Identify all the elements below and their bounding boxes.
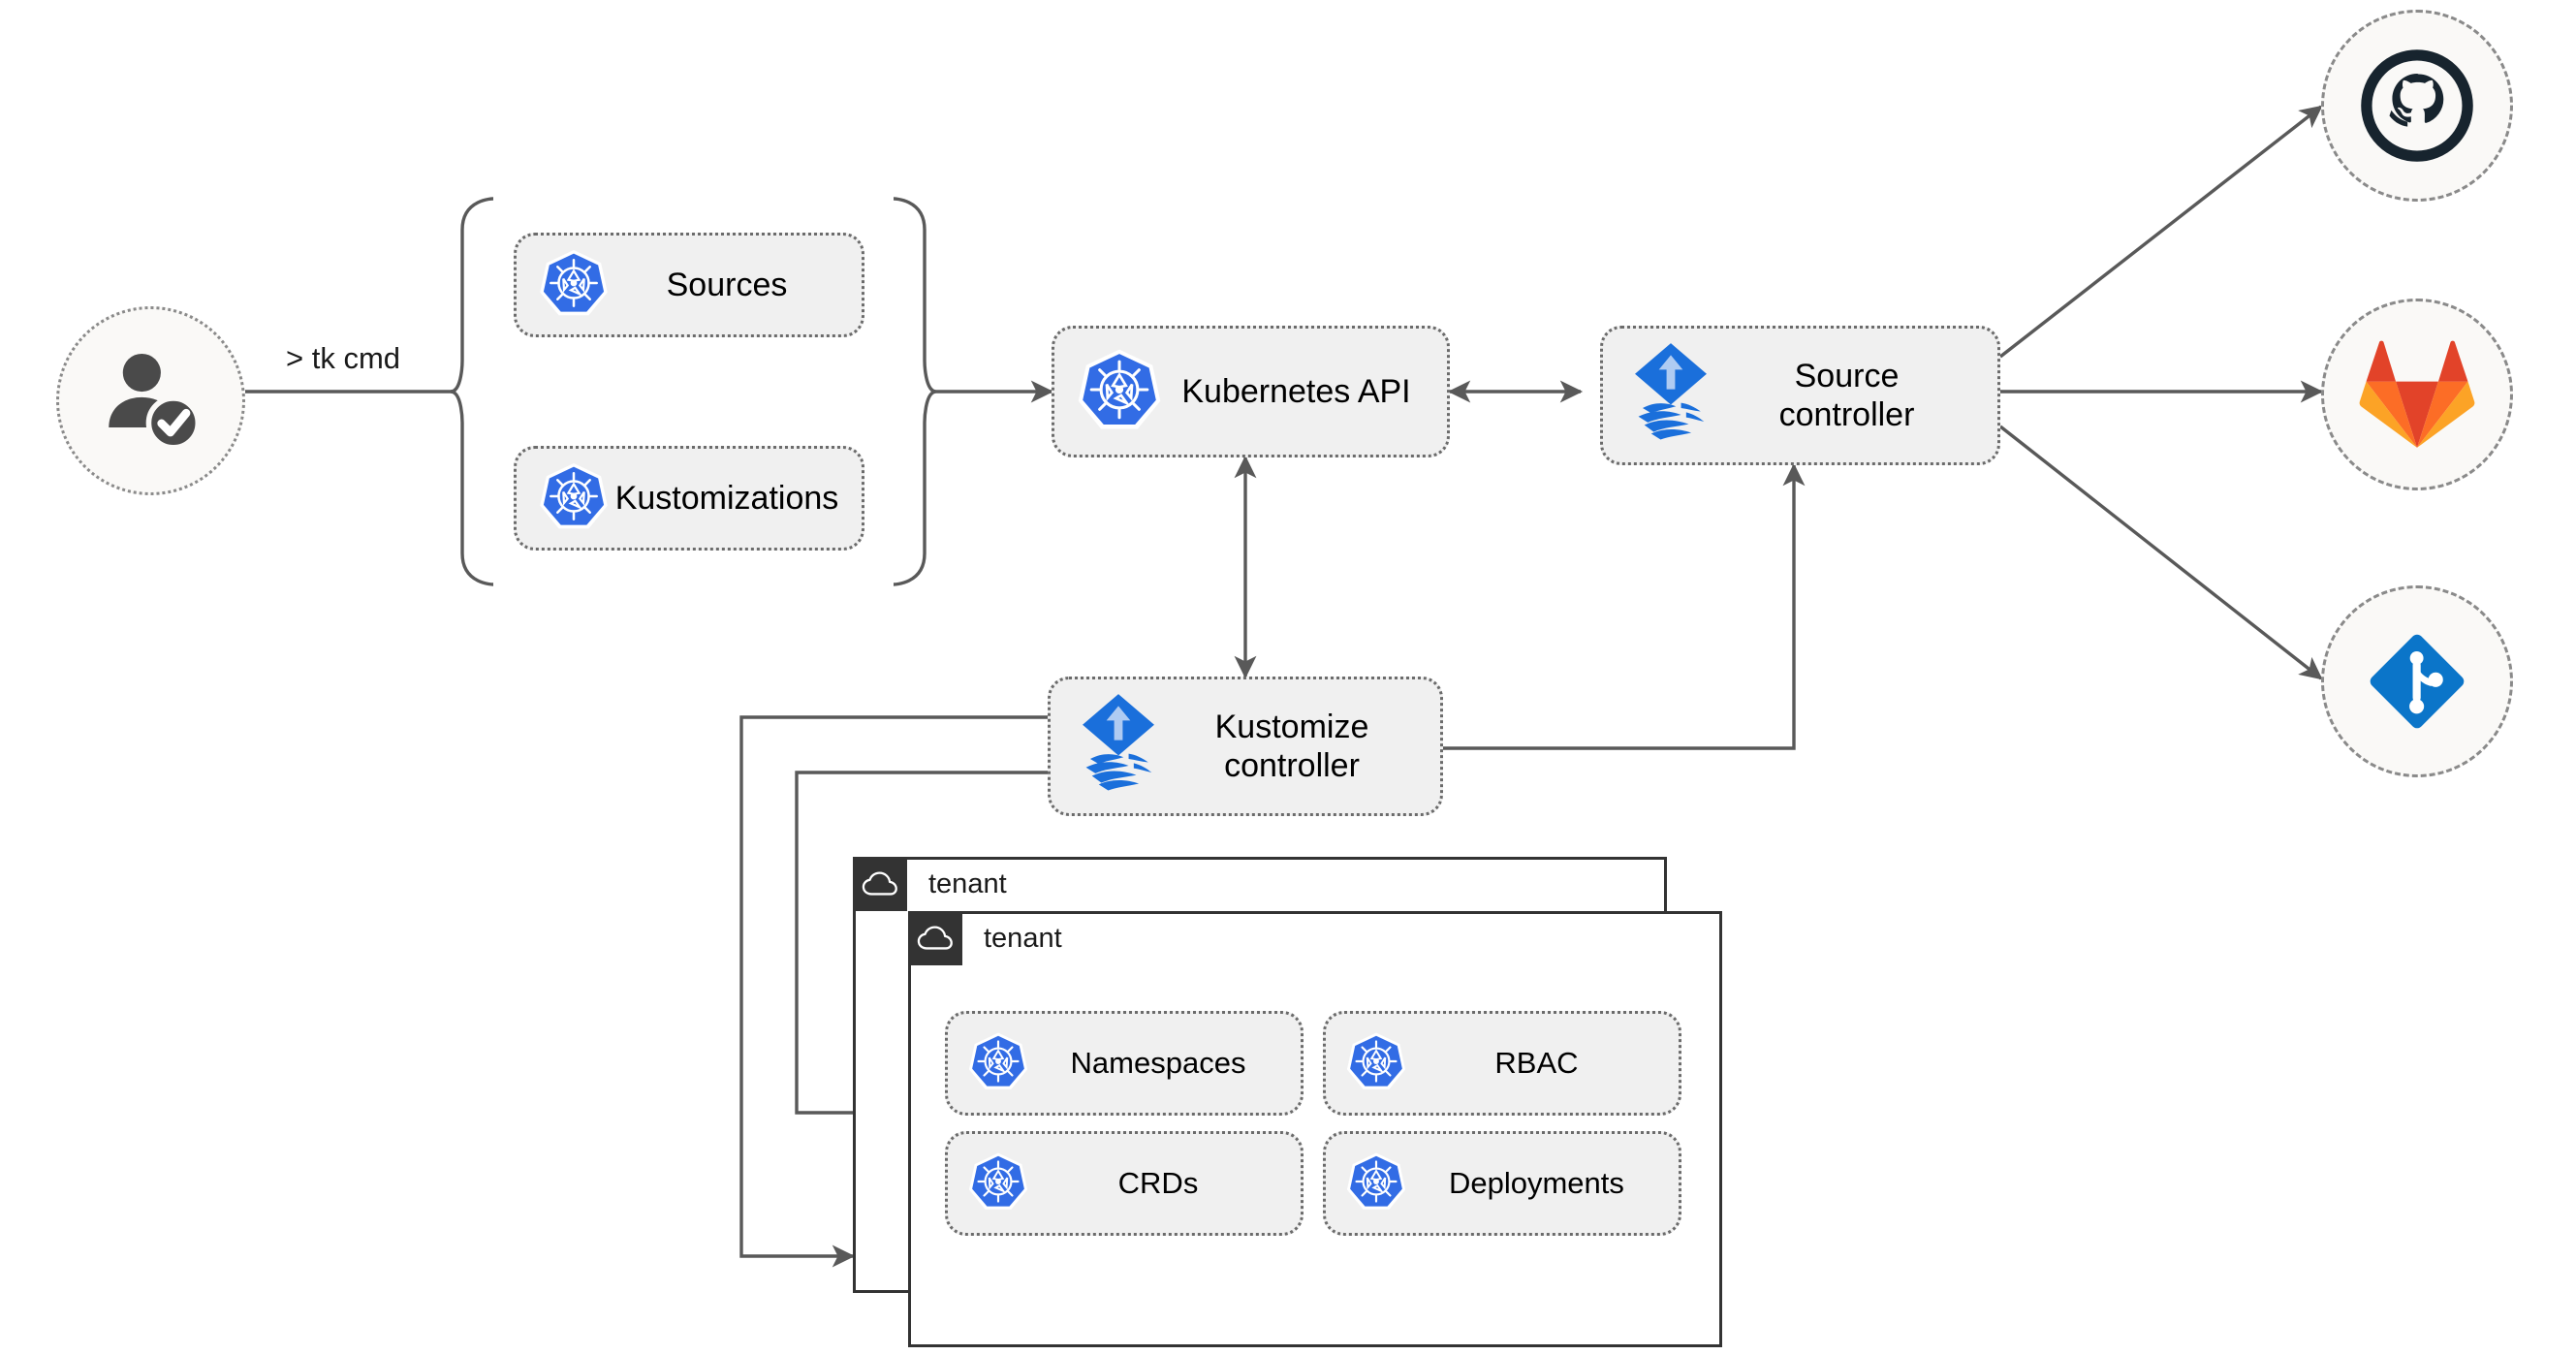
brace-left (450, 197, 494, 586)
node-label: RBAC (1494, 1045, 1579, 1080)
kubernetes-icon (1076, 346, 1163, 438)
user-check-icon (108, 353, 201, 451)
provider-github[interactable] (2321, 10, 2513, 202)
github-icon (2361, 49, 2473, 162)
node-deployments[interactable]: Deployments (1323, 1131, 1682, 1236)
tenant-tab: tenant (853, 857, 1007, 911)
node-label: Deployments (1448, 1165, 1624, 1200)
kubernetes-icon (1345, 1150, 1407, 1217)
node-sources[interactable]: Sources (514, 233, 864, 337)
wire-source-to-github (1998, 105, 2323, 359)
node-label: Kubernetes API (1181, 372, 1411, 410)
gitlab-icon (2359, 340, 2475, 448)
node-label: Kustomize controller (1214, 708, 1369, 784)
cli-command-label: > tk cmd (286, 341, 401, 375)
node-kustomizations[interactable]: Kustomizations (514, 446, 864, 551)
brace-right (893, 197, 937, 586)
actor-user (56, 306, 245, 495)
tenant-label: tenant (928, 867, 1007, 899)
kubernetes-icon (538, 460, 610, 537)
flux-icon (1628, 341, 1713, 451)
node-source-controller[interactable]: Source controller (1600, 326, 2000, 465)
tenant-resource-grid: Namespaces (945, 1011, 1691, 1236)
cloud-icon (853, 857, 907, 911)
azure-repos-icon (2370, 634, 2465, 729)
tenant-tab: tenant (908, 911, 1062, 965)
cloud-icon (908, 911, 962, 965)
flux-icon (1076, 692, 1161, 802)
node-kustomize-controller[interactable]: Kustomize controller (1048, 677, 1443, 816)
node-rbac[interactable]: RBAC (1323, 1011, 1682, 1116)
tenant-label: tenant (984, 922, 1062, 954)
node-namespaces[interactable]: Namespaces (945, 1011, 1304, 1116)
wire-kustomize-to-source-controller (1443, 462, 1806, 750)
kubernetes-icon (1345, 1030, 1407, 1097)
node-label: Source controller (1778, 357, 1915, 433)
provider-azure-repos[interactable] (2321, 585, 2513, 777)
node-label: CRDs (1117, 1165, 1199, 1200)
wire-source-to-azure (1998, 425, 2323, 680)
node-label: Kustomizations (614, 479, 839, 517)
provider-gitlab[interactable] (2321, 299, 2513, 490)
kubernetes-icon (967, 1150, 1029, 1217)
node-crds[interactable]: CRDs (945, 1131, 1304, 1236)
node-label: Sources (666, 266, 788, 303)
node-label: Namespaces (1070, 1045, 1246, 1080)
node-kubernetes-api[interactable]: Kubernetes API (1052, 326, 1450, 457)
tenant-card-2[interactable]: tenant (908, 911, 1722, 1347)
kubernetes-icon (967, 1030, 1029, 1097)
kubernetes-icon (538, 247, 610, 324)
